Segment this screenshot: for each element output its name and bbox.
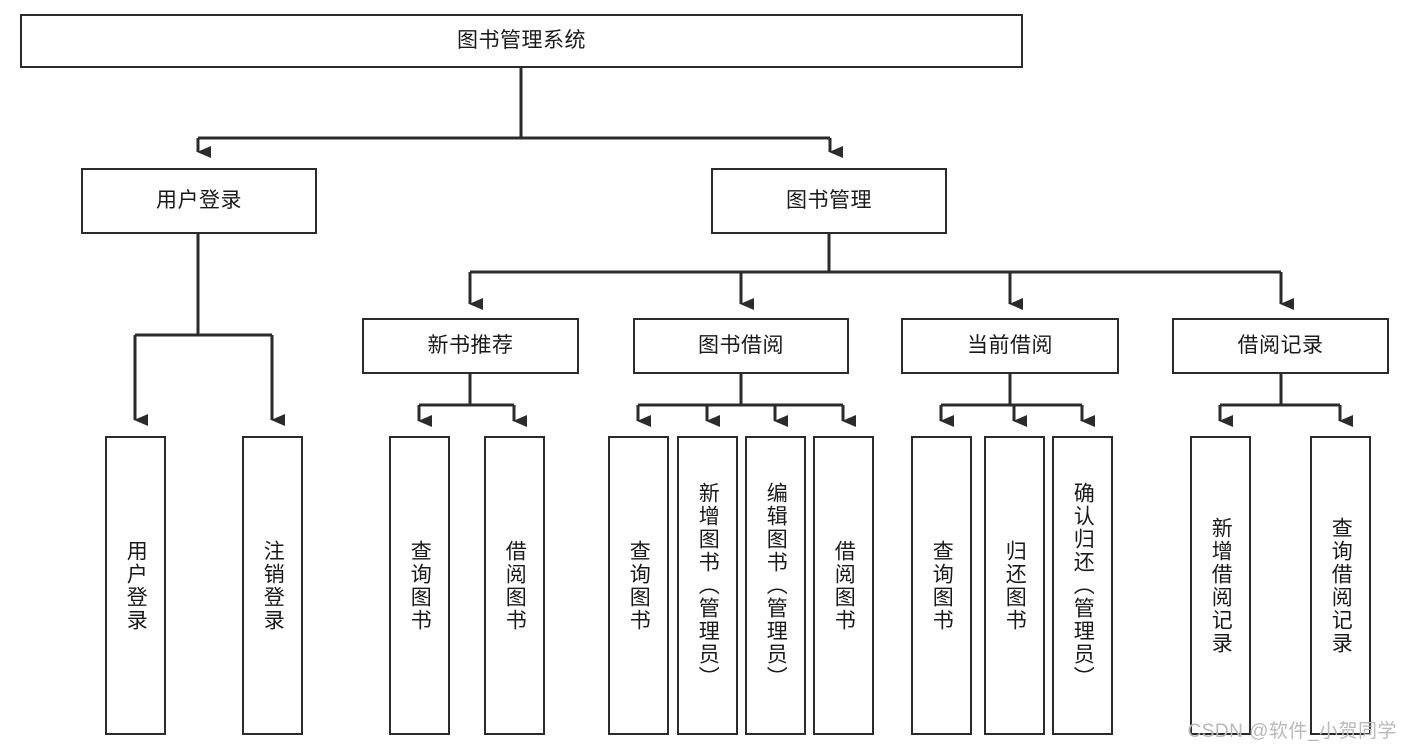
leaf-logout[interactable]: 注销登录 [242,436,303,735]
leaf-query-book-borrow-label: 查询图书 [627,539,651,632]
leaf-borrow-book-recommend-label: 借阅图书 [503,539,527,632]
node-current-borrow[interactable]: 当前借阅 [901,318,1119,374]
leaf-edit-book-admin[interactable]: 编辑图书（管理员） [745,436,806,735]
leaf-user-login-label: 用户登录 [124,539,148,632]
node-user-login[interactable]: 用户登录 [81,168,317,234]
leaf-borrow-book-recommend[interactable]: 借阅图书 [484,436,545,735]
node-root[interactable]: 图书管理系统 [20,14,1023,68]
node-borrow-records-label: 借阅记录 [1237,334,1324,358]
leaf-query-borrow-record-label: 查询借阅记录 [1329,516,1353,655]
node-user-login-label: 用户登录 [156,189,242,213]
node-root-label: 图书管理系统 [457,29,586,53]
leaf-add-book-admin[interactable]: 新增图书（管理员） [677,436,738,735]
leaf-query-borrow-record[interactable]: 查询借阅记录 [1310,436,1371,735]
leaf-query-book-borrow[interactable]: 查询图书 [608,436,669,735]
node-new-book-recommend-label: 新书推荐 [427,334,514,358]
leaf-confirm-return-admin-label: 确认归还（管理员） [1071,482,1095,689]
node-book-management[interactable]: 图书管理 [711,168,947,234]
leaf-logout-label: 注销登录 [261,539,285,632]
leaf-confirm-return-admin[interactable]: 确认归还（管理员） [1052,436,1113,735]
leaf-query-book-current-label: 查询图书 [930,539,954,632]
leaf-add-borrow-record-label: 新增借阅记录 [1209,516,1233,655]
leaf-borrow-book-label: 借阅图书 [832,539,856,632]
node-book-management-label: 图书管理 [786,189,872,213]
leaf-query-book-recommend[interactable]: 查询图书 [389,436,450,735]
leaf-edit-book-admin-label: 编辑图书（管理员） [764,482,788,689]
node-new-book-recommend[interactable]: 新书推荐 [362,318,579,374]
leaf-return-book-label: 归还图书 [1003,539,1027,632]
node-book-borrow[interactable]: 图书借阅 [633,318,849,374]
leaf-return-book[interactable]: 归还图书 [984,436,1045,735]
leaf-query-book-current[interactable]: 查询图书 [911,436,972,735]
leaf-query-book-recommend-label: 查询图书 [408,539,432,632]
node-current-borrow-label: 当前借阅 [967,334,1053,358]
leaf-user-login[interactable]: 用户登录 [105,436,166,735]
leaf-add-book-admin-label: 新增图书（管理员） [696,482,720,689]
node-book-borrow-label: 图书借阅 [698,334,784,358]
leaf-add-borrow-record[interactable]: 新增借阅记录 [1190,436,1251,735]
leaf-borrow-book[interactable]: 借阅图书 [813,436,874,735]
node-borrow-records[interactable]: 借阅记录 [1172,318,1389,374]
